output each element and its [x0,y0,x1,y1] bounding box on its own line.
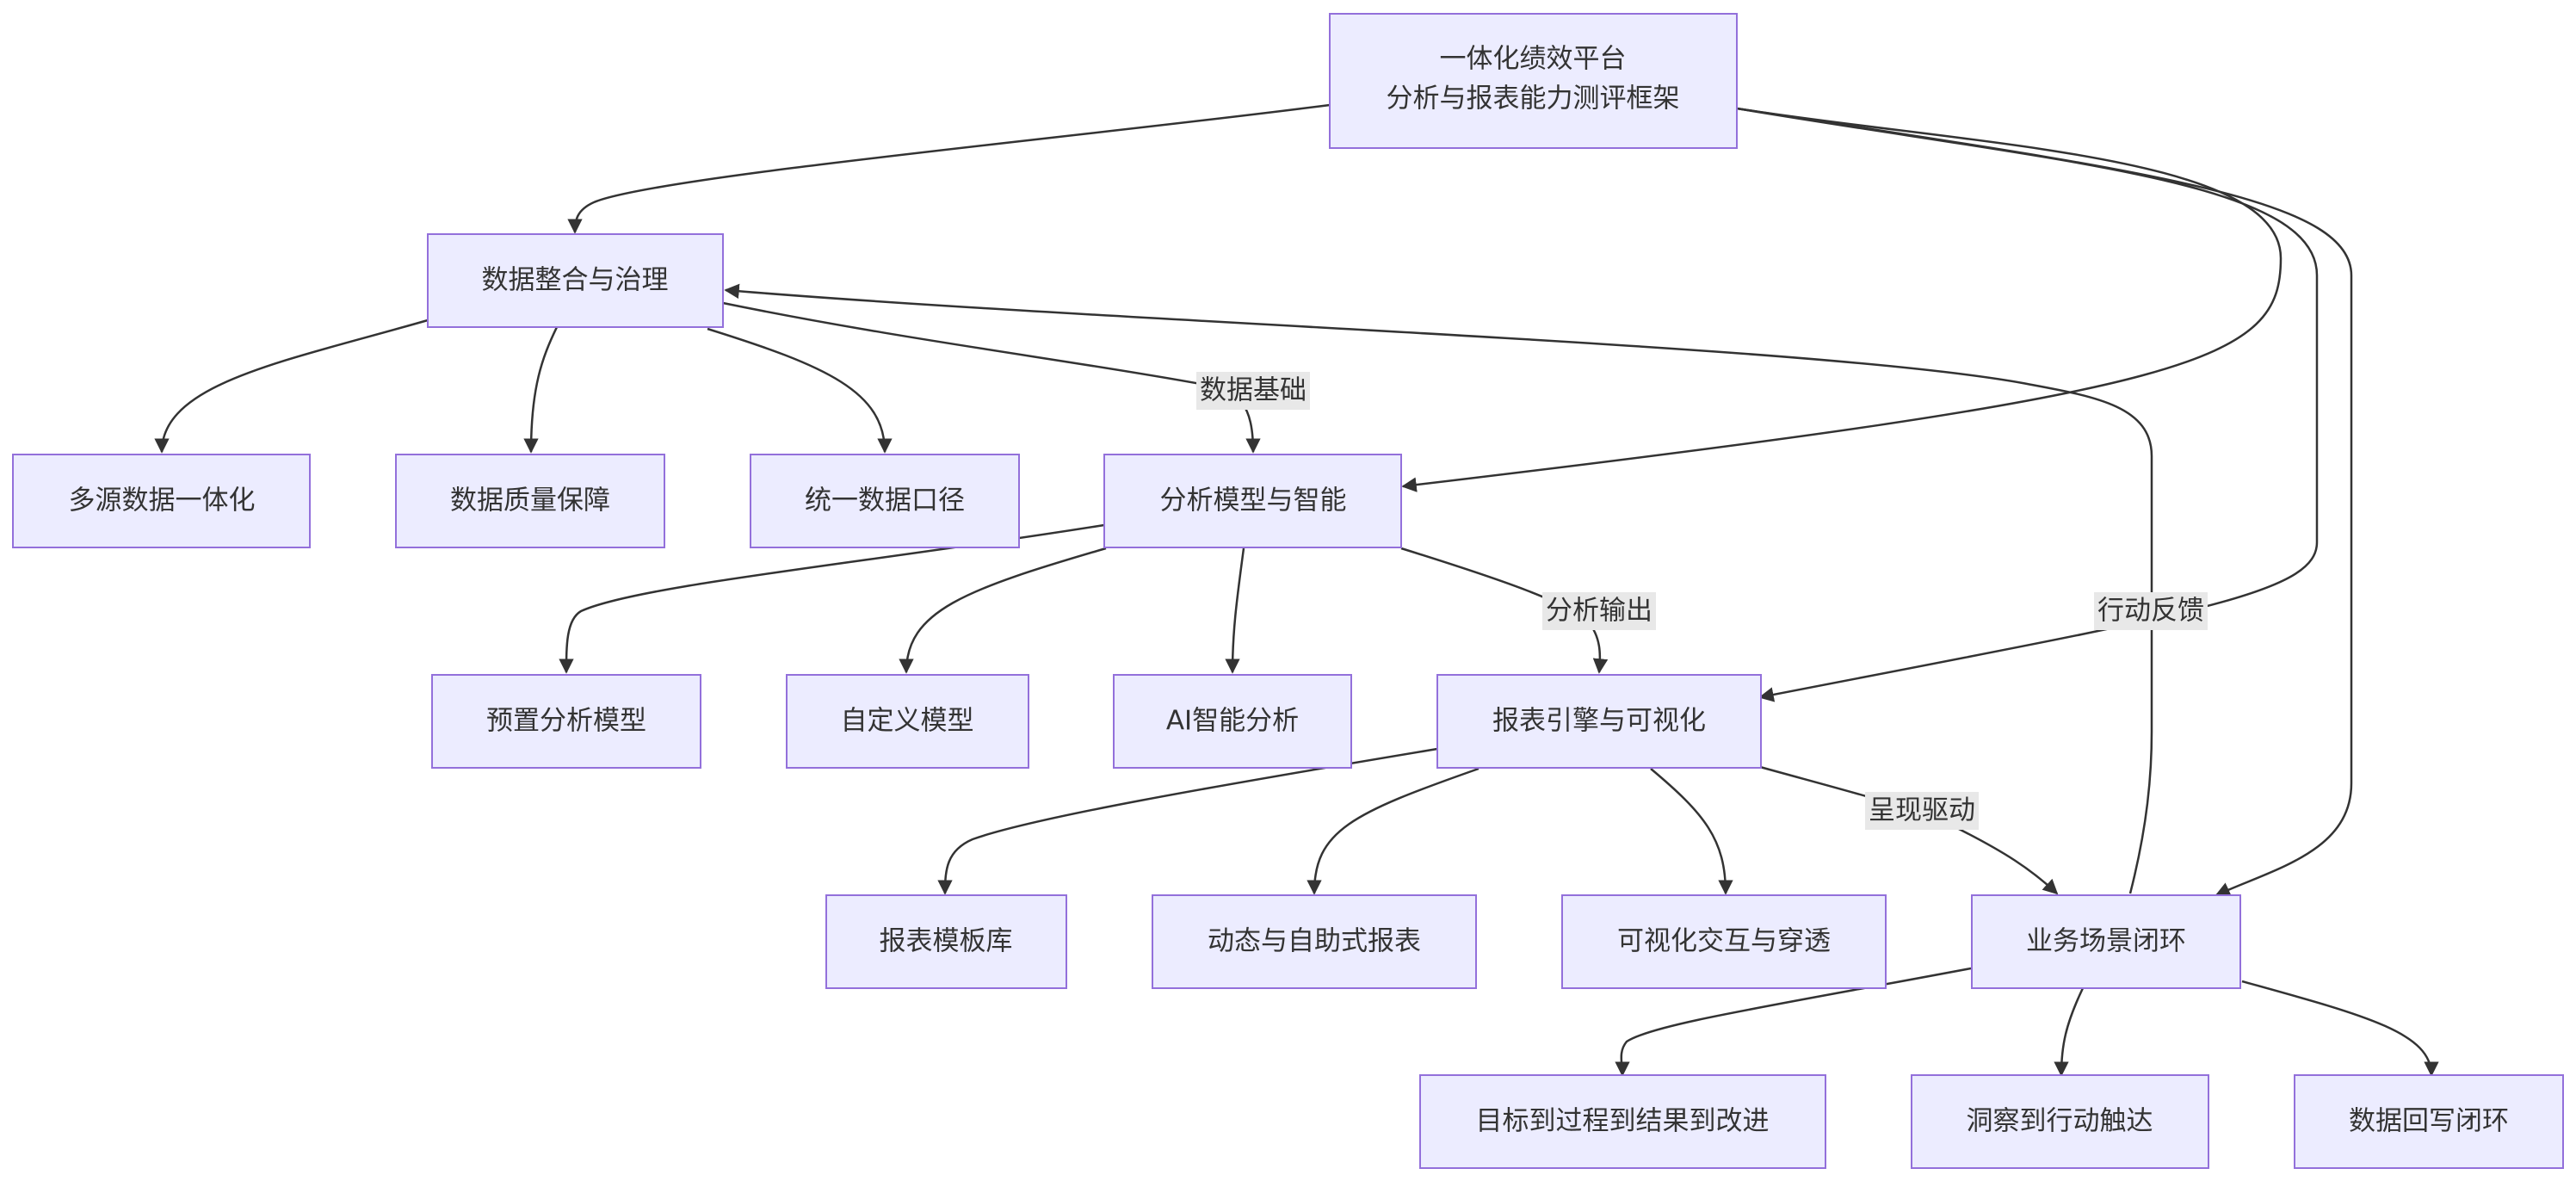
node-analysis-model-label: 分析模型与智能 [1160,485,1347,516]
edge-report-engine-to-template [937,747,1438,895]
node-report-engine-label: 报表引擎与可视化 [1492,706,1706,737]
node-custom-model-label: 自定义模型 [841,706,974,737]
node-insight-action: 洞察到行动触达 [1911,1074,2209,1169]
edge-analysis-model-to-custom [899,547,1107,674]
node-goal-process: 目标到过程到结果到改进 [1419,1074,1826,1169]
edge-root-to-business-loop [1736,107,2353,897]
node-root-line1: 一体化绩效平台 [1440,44,1627,75]
node-analysis-model: 分析模型与智能 [1103,454,1402,548]
edge-data-integration-to-unified-caliber [707,327,893,454]
node-preset-model-label: 预置分析模型 [486,706,646,737]
node-unified-caliber-label: 统一数据口径 [805,485,965,516]
node-visual-drill: 可视化交互与穿透 [1561,894,1887,989]
node-data-integration-label: 数据整合与治理 [482,265,669,296]
node-custom-model: 自定义模型 [786,674,1029,769]
edge-data-integration-to-analysis-model [722,301,1261,454]
edge-business-loop-to-data-integration [724,283,2153,894]
edge-data-integration-to-data-quality [523,326,559,454]
node-preset-model: 预置分析模型 [431,674,701,769]
node-template-lib: 报表模板库 [825,894,1067,989]
edges [154,103,2439,1077]
edge-label-action-feedback: 行动反馈 [2094,592,2208,630]
node-dynamic-report: 动态与自助式报表 [1152,894,1477,989]
node-report-engine: 报表引擎与可视化 [1436,674,1762,769]
node-multi-source-label: 多源数据一体化 [69,485,256,516]
edge-business-loop-to-goal [1615,967,1972,1077]
edge-label-analysis-output-text: 分析输出 [1546,596,1652,627]
node-goal-process-label: 目标到过程到结果到改进 [1476,1106,1770,1137]
edge-data-integration-to-multi-source [154,318,429,454]
edge-report-engine-to-visual-drill [1650,768,1733,895]
edge-root-to-data-integration [567,103,1331,234]
node-root-line2: 分析与报表能力测评框架 [1387,83,1680,114]
node-business-loop: 业务场景闭环 [1971,894,2241,989]
node-ai-analysis: AI智能分析 [1113,674,1352,769]
edge-label-data-foundation-text: 数据基础 [1200,375,1307,406]
edge-business-loop-to-writeback [2241,980,2439,1077]
edge-label-analysis-output: 分析输出 [1542,592,1656,630]
node-multi-source: 多源数据一体化 [12,454,311,548]
node-ai-analysis-label: AI智能分析 [1166,706,1299,737]
node-writeback-label: 数据回写闭环 [2349,1106,2509,1137]
node-root: 一体化绩效平台 分析与报表能力测评框架 [1329,13,1738,149]
node-writeback: 数据回写闭环 [2294,1074,2564,1169]
edge-label-present-drive: 呈现驱动 [1865,792,1979,830]
node-insight-action-label: 洞察到行动触达 [1967,1106,2153,1137]
node-unified-caliber: 统一数据口径 [750,454,1020,548]
node-data-quality: 数据质量保障 [395,454,665,548]
node-data-quality-label: 数据质量保障 [450,485,610,516]
edge-report-engine-to-dynamic [1307,767,1480,895]
edge-analysis-model-to-ai [1225,547,1245,674]
edge-report-engine-to-business-loop [1759,765,2059,895]
node-visual-drill-label: 可视化交互与穿透 [1617,926,1831,957]
node-business-loop-label: 业务场景闭环 [2026,926,2186,957]
edge-label-action-feedback-text: 行动反馈 [2097,596,2204,627]
node-data-integration: 数据整合与治理 [427,233,724,328]
node-dynamic-report-label: 动态与自助式报表 [1208,926,1421,957]
node-template-lib-label: 报表模板库 [880,926,1013,957]
edge-root-to-analysis-model [1401,107,2283,492]
edge-label-data-foundation: 数据基础 [1196,372,1310,410]
edge-business-loop-to-insight [2054,987,2085,1077]
edge-label-present-drive-text: 呈现驱动 [1869,795,1975,826]
